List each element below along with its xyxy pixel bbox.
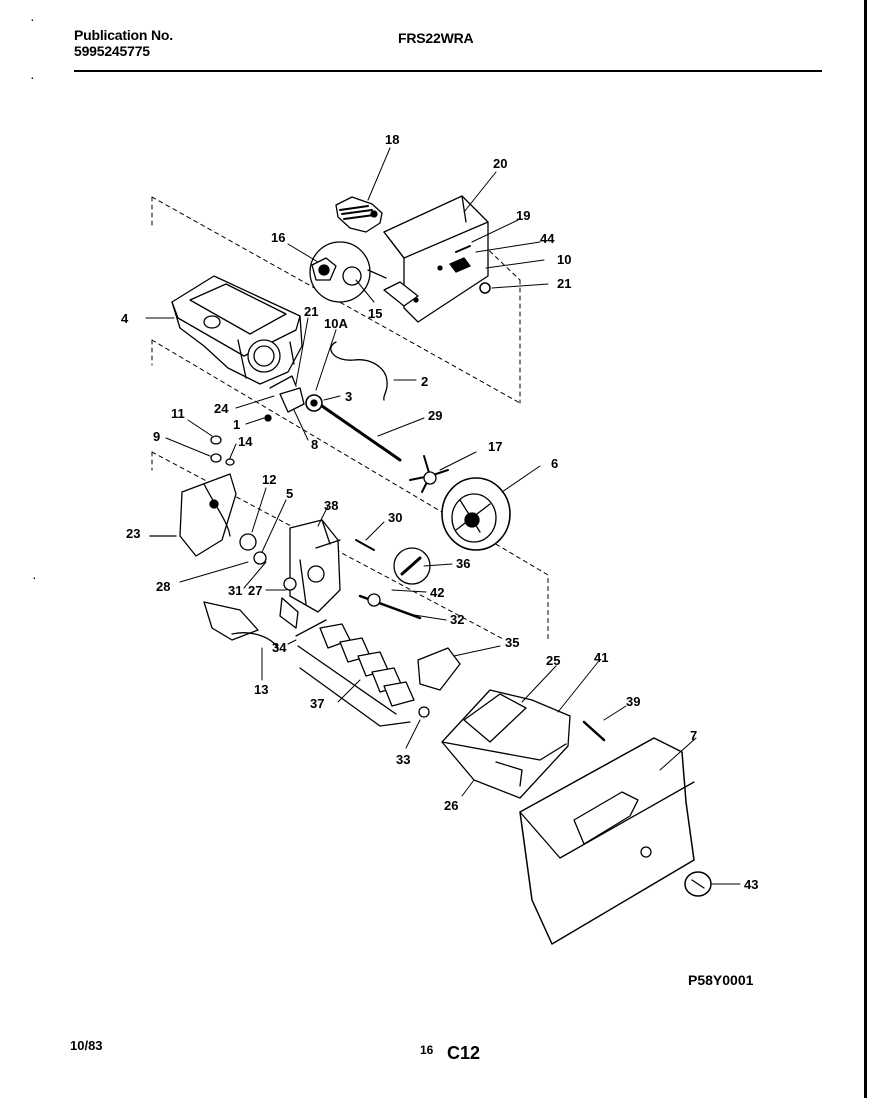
callout-27: 27 [248,583,262,598]
callout-38: 38 [324,498,338,513]
part-37-cam-set [295,619,415,727]
callout-23: 23 [126,526,140,541]
page-border [864,0,867,1098]
part-15-lamp-detail [309,241,387,303]
callout-5: 5 [286,486,293,501]
part-1-screw [264,414,272,422]
part-38-motor [289,519,341,613]
part-7-front-cover [519,737,695,945]
part-11-washer [210,435,222,445]
part-26-chute-housing [441,689,571,799]
part-43-knob [684,871,712,897]
drawing-code: P58Y0001 [688,972,754,988]
part-17-blade [409,455,449,493]
callout-3: 3 [345,389,352,404]
part-12-gear [239,533,257,551]
part-3-bearing [305,394,323,412]
callout-9: 9 [153,429,160,444]
callout-11: 11 [171,406,185,421]
callout-20: 20 [493,156,507,171]
publication-label: Publication No. [74,27,173,43]
callout-labels: 18 20 19 44 10 16 21 15 4 21 10A 2 3 24 … [121,132,758,892]
part-19-screw [455,245,471,253]
callout-2: 2 [421,374,428,389]
registration-mark: · [30,11,35,27]
part-30-screw [355,539,375,551]
part-14-washer [225,458,235,466]
callout-34: 34 [272,640,287,655]
callout-10a: 10A [324,316,348,331]
part-27-solenoid [279,577,299,629]
part-20-housing [383,195,489,323]
callout-36: 36 [456,556,470,571]
part-4-ice-bucket [171,275,303,385]
callout-12: 12 [262,472,276,487]
callout-37: 37 [310,696,324,711]
part-33-nut [418,706,430,718]
callout-43: 43 [744,877,758,892]
page-number: 16 [420,1043,434,1057]
callout-19: 19 [516,208,530,223]
part-29-shaft [320,404,402,462]
part-42-collar [367,593,381,607]
revision-date: 10/83 [70,1038,103,1053]
callout-4: 4 [121,311,129,326]
registration-mark: · [32,569,37,585]
part-35-switch [417,647,461,691]
callout-30: 30 [388,510,402,525]
part-21-nut [479,282,491,294]
callout-15: 15 [368,306,382,321]
part-24-bracket [269,375,297,389]
callout-8: 8 [311,437,318,452]
publication-number: 5995245775 [74,43,150,59]
part-18-relay [335,196,383,233]
registration-mark: · [30,69,35,85]
part-6-auger-wheel [441,477,511,551]
callout-44: 44 [540,231,555,246]
callout-33: 33 [396,752,410,767]
callout-leaders [145,147,741,885]
callout-10: 10 [557,252,571,267]
callout-29: 29 [428,408,442,423]
callout-39: 39 [626,694,640,709]
callout-31: 31 [228,583,242,598]
callout-35: 35 [505,635,519,650]
callout-14: 14 [238,434,253,449]
part-13-bracket [203,601,279,649]
callout-42: 42 [430,585,444,600]
header-rule [74,70,822,72]
callout-24: 24 [214,401,229,416]
callout-7: 7 [690,728,697,743]
part-36-detail [393,547,431,585]
part-39-screw [582,720,606,742]
callout-18: 18 [385,132,399,147]
section-code: C12 [447,1043,481,1063]
callout-17: 17 [488,439,502,454]
callout-21: 21 [557,276,571,291]
callout-26: 26 [444,798,458,813]
part-2-wire [330,341,388,401]
callout-1: 1 [233,417,240,432]
part-28-washer [253,551,267,565]
callout-6: 6 [551,456,558,471]
part-8-bracket [279,387,305,413]
part-23-cover-plate [149,473,237,557]
callout-25: 25 [546,653,560,668]
callout-41: 41 [594,650,608,665]
callout-21: 21 [304,304,318,319]
callout-16: 16 [271,230,285,245]
callout-13: 13 [254,682,268,697]
model-number: FRS22WRA [398,30,474,46]
part-9-washer [210,453,222,463]
callout-28: 28 [156,579,170,594]
callout-32: 32 [450,612,464,627]
